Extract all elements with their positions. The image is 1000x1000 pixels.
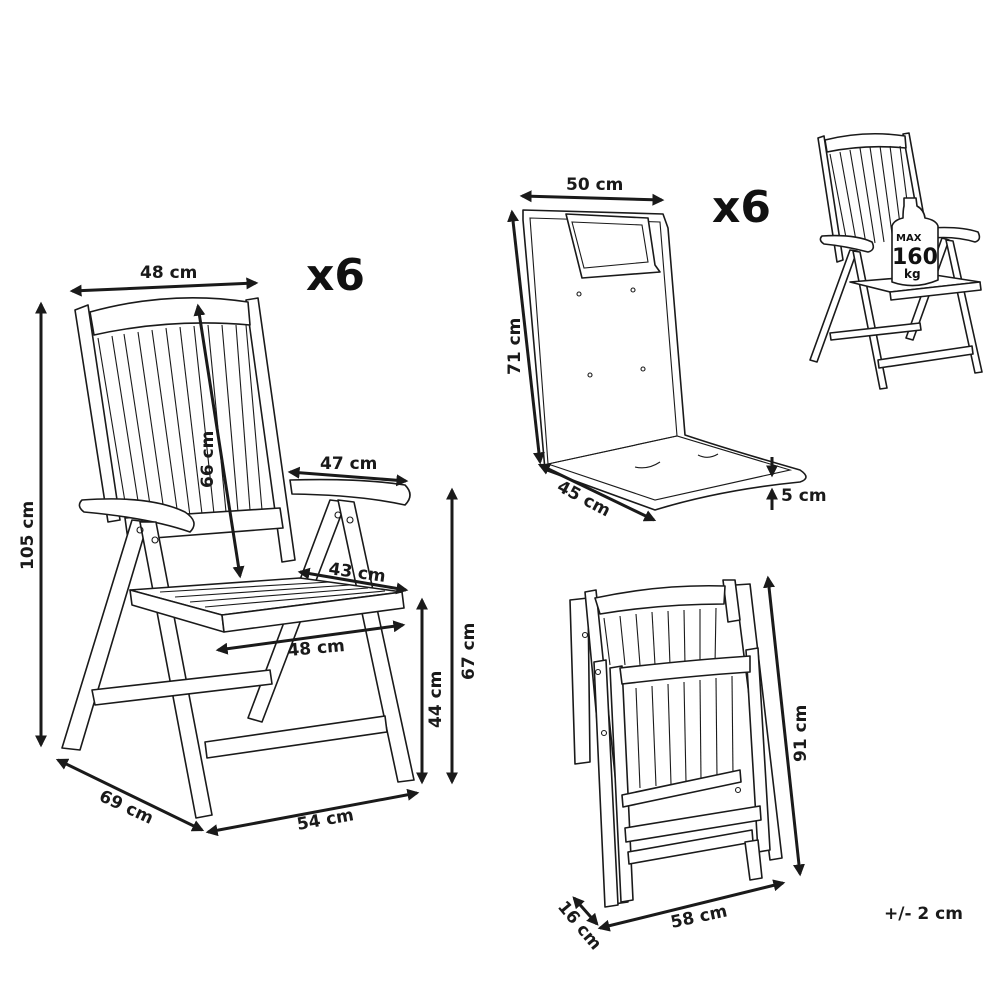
dim-total-height: 105 cm (18, 501, 38, 570)
folded-chair-illustration (569, 579, 783, 908)
main-chair-illustration (61, 296, 415, 819)
load-chair-illustration: MAX 160 kg (809, 132, 983, 390)
max-weight-unit: kg (904, 267, 921, 281)
dim-cushion-width: 50 cm (566, 175, 623, 195)
dim-width: 54 cm (295, 805, 355, 835)
dim-seat-height: 44 cm (426, 671, 446, 728)
tolerance-note: +/- 2 cm (884, 904, 963, 924)
folded-chair-dimensions (572, 575, 805, 932)
dim-folded-height: 91 cm (791, 705, 811, 762)
max-label: MAX (896, 233, 922, 244)
main-chair-dimensions (35, 277, 458, 837)
dim-armrest-height: 67 cm (459, 623, 479, 680)
dim-back-width: 48 cm (140, 263, 197, 283)
max-weight-value: 160 (892, 245, 938, 270)
chair-quantity: x6 (306, 250, 365, 301)
dim-cushion-back-length: 71 cm (505, 318, 525, 375)
dim-seat-width: 48 cm (287, 636, 346, 661)
cushion-dimensions (507, 190, 778, 522)
cushion-illustration (522, 209, 807, 511)
dim-cushion-thickness: 5 cm (781, 486, 827, 506)
cushion-quantity: x6 (712, 182, 771, 233)
dim-armrest-length: 47 cm (320, 454, 377, 474)
dim-backrest-height: 66 cm (198, 431, 218, 488)
dim-folded-width: 58 cm (669, 901, 729, 932)
